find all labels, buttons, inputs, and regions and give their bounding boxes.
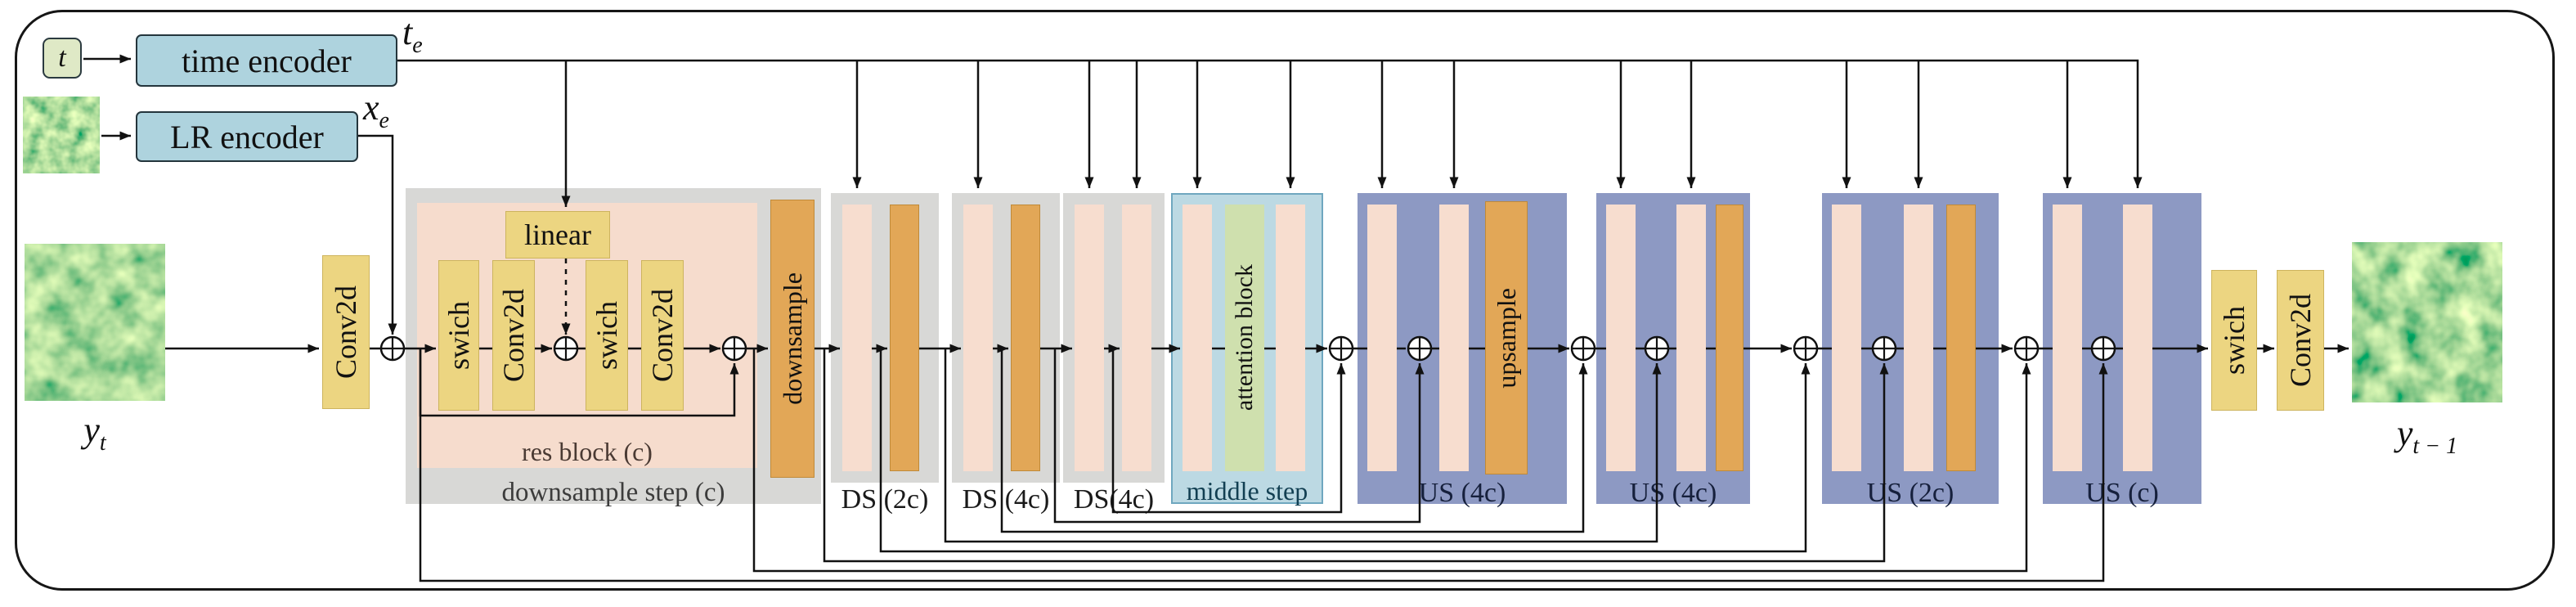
t-input-label: t bbox=[58, 43, 66, 73]
time-encoder-label: time encoder bbox=[182, 42, 352, 79]
res-conv2-box: Conv2d bbox=[641, 260, 684, 411]
middle-res-bar-1 bbox=[1183, 205, 1212, 471]
lr-encoder-label: LR encoder bbox=[170, 118, 324, 155]
downsample-bar: downsample bbox=[770, 200, 815, 478]
ds-block-3-label: DS(4c) bbox=[1073, 484, 1155, 515]
downsample-label: downsample bbox=[778, 272, 807, 405]
us3-upsample-bar bbox=[1946, 205, 1976, 471]
lr-encoder-box: LR encoder bbox=[136, 111, 358, 162]
res-conv1-label: Conv2d bbox=[497, 288, 530, 382]
attention-block-label: attention block bbox=[1231, 264, 1258, 411]
us1-res-bar-1 bbox=[1367, 205, 1397, 471]
time-embedding-label: te bbox=[402, 12, 423, 58]
ds2-res-bar bbox=[963, 205, 993, 471]
us-block-3-label: US (2c) bbox=[1866, 478, 1954, 508]
us3-res-bar-2 bbox=[1904, 205, 1933, 471]
us-block-1-label: US (4c) bbox=[1418, 478, 1506, 508]
res-conv2-label: Conv2d bbox=[646, 288, 679, 382]
us4-res-bar-2 bbox=[2123, 205, 2152, 471]
upsample-bar: upsample bbox=[1485, 201, 1528, 474]
middle-res-bar-2 bbox=[1276, 205, 1305, 471]
stem-conv-label: Conv2d bbox=[330, 285, 362, 379]
output-image bbox=[2352, 242, 2502, 402]
res-block-label: res block (c) bbox=[522, 437, 653, 466]
res-act2-label: swich bbox=[590, 301, 623, 370]
ds1-downsample-bar bbox=[890, 205, 919, 471]
us2-res-bar-1 bbox=[1606, 205, 1636, 471]
input-image bbox=[25, 244, 165, 401]
lr-input-image bbox=[23, 97, 100, 173]
t-input-chip: t bbox=[43, 38, 82, 79]
us2-res-bar-2 bbox=[1676, 205, 1706, 471]
output-image-label: yt − 1 bbox=[2396, 413, 2458, 459]
res-act1-label: swich bbox=[442, 301, 475, 370]
stem-conv-box: Conv2d bbox=[322, 255, 370, 409]
time-encoder-box: time encoder bbox=[136, 34, 397, 87]
us-block-2-label: US (4c) bbox=[1629, 478, 1717, 508]
ds-block-2-label: DS (4c) bbox=[962, 484, 1050, 515]
res-conv1-box: Conv2d bbox=[492, 260, 535, 411]
us1-res-bar-2 bbox=[1439, 205, 1469, 471]
upsample-label: upsample bbox=[1492, 287, 1521, 389]
us2-upsample-bar bbox=[1716, 205, 1744, 471]
us4-res-bar-1 bbox=[2053, 205, 2082, 471]
head-conv-label: Conv2d bbox=[2284, 293, 2317, 387]
lr-embedding-label: xe bbox=[363, 88, 389, 133]
downsample-step-label: downsample step (c) bbox=[501, 478, 725, 507]
linear-label: linear bbox=[524, 218, 591, 251]
input-image-label: yt bbox=[83, 410, 106, 456]
res-act1-box: swich bbox=[438, 260, 479, 411]
ds1-res-bar bbox=[842, 205, 872, 471]
middle-step-label: middle step bbox=[1186, 476, 1308, 506]
attention-block-bar: attention block bbox=[1225, 205, 1264, 471]
res-act2-box: swich bbox=[586, 260, 628, 411]
us3-res-bar-1 bbox=[1832, 205, 1861, 471]
ds3-res-bar-2 bbox=[1122, 205, 1151, 471]
ds-block-1-label: DS (2c) bbox=[841, 484, 929, 515]
head-act-label: swich bbox=[2218, 306, 2251, 375]
head-conv-box: Conv2d bbox=[2277, 270, 2324, 411]
ds2-downsample-bar bbox=[1011, 205, 1040, 471]
ds3-res-bar-1 bbox=[1075, 205, 1104, 471]
linear-box: linear bbox=[505, 211, 610, 259]
us-block-4-label: US (c) bbox=[2085, 478, 2159, 508]
head-act-box: swich bbox=[2211, 270, 2257, 411]
